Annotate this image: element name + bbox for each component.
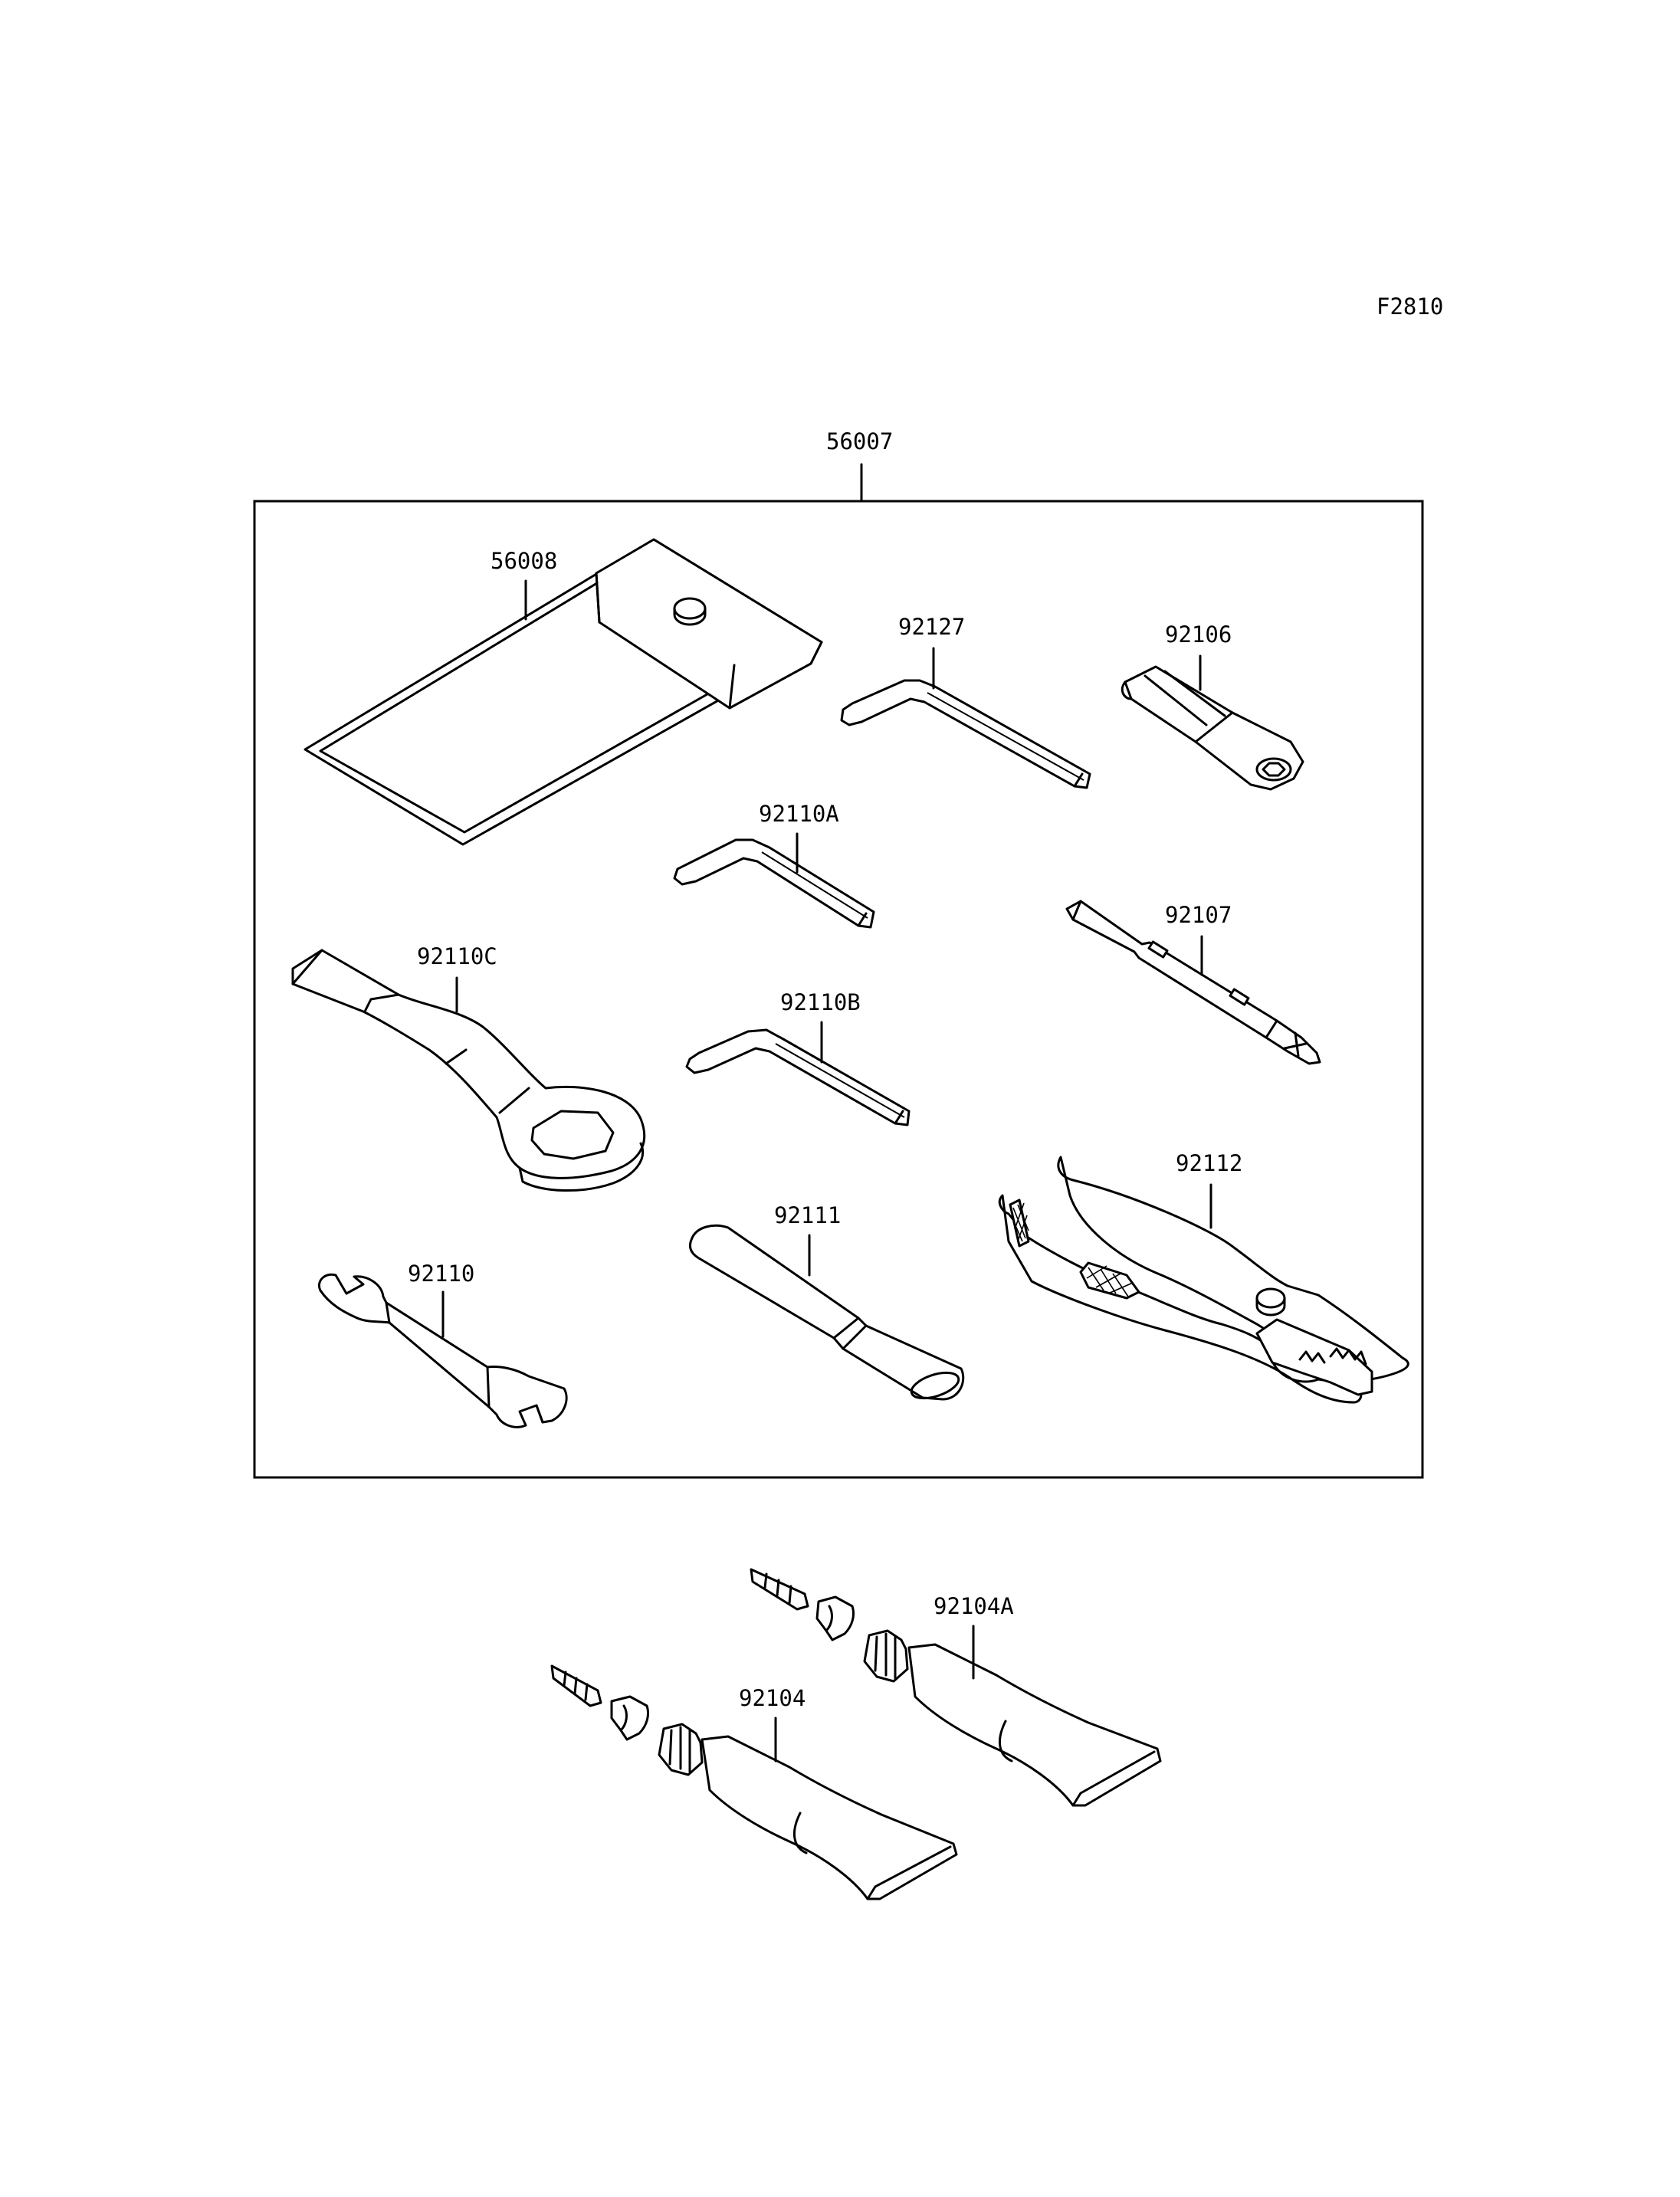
label-56008: 56008 xyxy=(491,548,557,574)
open-wrench-92110-drawing xyxy=(318,1273,568,1428)
pliers-92112-drawing xyxy=(998,1156,1409,1404)
tool-pouch-drawing xyxy=(304,538,823,846)
label-92110: 92110 xyxy=(408,1261,474,1287)
label-56007: 56007 xyxy=(826,428,893,454)
label-92106: 92106 xyxy=(1165,621,1232,648)
label-92110a: 92110A xyxy=(759,801,839,827)
tube-92104-drawing xyxy=(550,1664,958,1900)
label-92107: 92107 xyxy=(1165,902,1232,928)
hex-wrench-b-drawing xyxy=(685,1028,911,1126)
ring-wrench-92110c-drawing xyxy=(291,949,646,1192)
label-92112: 92112 xyxy=(1176,1150,1242,1176)
label-92111: 92111 xyxy=(774,1202,841,1228)
label-92110c: 92110C xyxy=(417,943,497,969)
screwdriver-92107-drawing xyxy=(1065,900,1321,1065)
handle-bar-92111-drawing xyxy=(688,1224,965,1401)
label-92104: 92104 xyxy=(739,1685,806,1711)
label-92110b: 92110B xyxy=(780,989,861,1015)
hex-wrench-92127-drawing xyxy=(840,679,1091,789)
label-92104a: 92104A xyxy=(934,1593,1014,1619)
tube-92104a-drawing xyxy=(750,1568,1162,1807)
figure-code: F2810 xyxy=(1376,293,1443,320)
hex-wrench-a-drawing xyxy=(673,838,875,929)
socket-92106-drawing xyxy=(1121,665,1304,791)
label-92127: 92127 xyxy=(898,614,965,640)
kit-frame xyxy=(253,500,1424,1479)
